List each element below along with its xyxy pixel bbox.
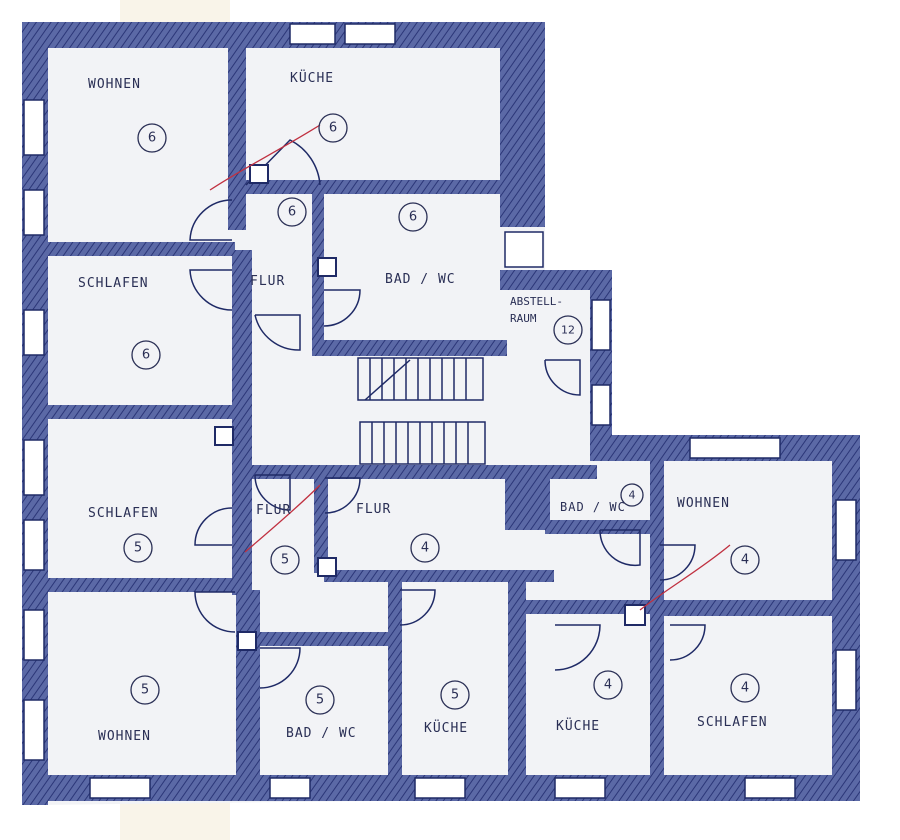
window	[344, 23, 396, 45]
room-labels: WOHNEN 6 KÜCHE 6 6 BAD / WC 6 SCHLAFEN 6…	[78, 69, 768, 744]
room-number: 6	[148, 131, 156, 146]
room-label: WOHNEN	[88, 77, 141, 92]
room-number-circle	[270, 545, 300, 575]
window	[269, 777, 311, 799]
window	[23, 519, 45, 571]
door	[189, 199, 233, 241]
room-label: SCHLAFEN	[697, 715, 768, 730]
room-number-circle	[123, 533, 153, 563]
room-number: 4	[604, 678, 612, 693]
door	[254, 314, 301, 351]
room-label: WOHNEN	[98, 729, 151, 744]
window	[554, 777, 606, 799]
room-label: FLUR	[256, 503, 291, 518]
door	[324, 477, 361, 514]
window	[23, 99, 45, 156]
staircase	[357, 357, 486, 465]
window	[289, 23, 336, 45]
window	[23, 699, 45, 761]
window	[414, 777, 466, 799]
window	[835, 499, 857, 561]
window	[89, 777, 151, 799]
door	[245, 139, 321, 186]
room-label: BAD / WC	[286, 726, 357, 741]
room-number-circle	[410, 533, 440, 563]
window	[504, 231, 544, 268]
room-number-circle	[730, 673, 760, 703]
room-label: WOHNEN	[677, 496, 730, 511]
room-label: KÜCHE	[290, 69, 334, 86]
door	[194, 507, 233, 546]
window	[23, 439, 45, 496]
room-number-circle	[131, 340, 161, 370]
room-number: 5	[134, 541, 142, 556]
red-marks	[209, 124, 731, 611]
room-number-circle	[137, 123, 167, 153]
door	[194, 591, 236, 633]
room-number: 5	[281, 553, 289, 568]
window	[23, 309, 45, 356]
room-label: FLUR	[250, 274, 285, 289]
room-number: 5	[451, 688, 459, 703]
window	[689, 437, 781, 459]
window	[591, 384, 611, 426]
room-number-circle	[620, 483, 644, 507]
room-number-circle	[398, 202, 428, 232]
door	[544, 359, 581, 396]
shafts	[214, 164, 646, 651]
door	[554, 624, 601, 671]
room-label: BAD / WC	[560, 500, 626, 514]
room-number-circle	[130, 675, 160, 705]
room-number: 5	[316, 693, 324, 708]
room-label: KÜCHE	[424, 719, 468, 736]
window	[23, 609, 45, 661]
room-label: ABSTELL-	[510, 295, 563, 308]
window	[591, 299, 611, 351]
door	[189, 269, 233, 311]
room-label: SCHLAFEN	[78, 276, 149, 291]
door	[399, 589, 436, 626]
door	[254, 474, 291, 511]
windows	[23, 23, 857, 799]
door	[669, 624, 706, 661]
window	[835, 649, 857, 711]
room-label: BAD / WC	[385, 272, 456, 287]
room-number-circle	[553, 315, 583, 345]
room-number: 4	[629, 489, 636, 502]
room-number: 6	[142, 348, 150, 363]
room-number: 6	[409, 210, 417, 225]
room-label: RAUM	[510, 312, 537, 325]
window	[744, 777, 796, 799]
room-number-circle	[440, 680, 470, 710]
room-number: 4	[741, 681, 749, 696]
room-number: 5	[141, 683, 149, 698]
room-number-circle	[593, 670, 623, 700]
door	[659, 544, 696, 581]
doors	[189, 139, 706, 689]
room-number: 6	[329, 121, 337, 136]
door	[599, 529, 641, 567]
room-number: 4	[421, 541, 429, 556]
door	[259, 647, 301, 689]
room-number-circle	[318, 113, 348, 143]
room-label: SCHLAFEN	[88, 506, 159, 521]
room-number-circle	[730, 545, 760, 575]
room-number: 4	[741, 553, 749, 568]
room-number-circle	[305, 685, 335, 715]
room-label: FLUR	[356, 502, 391, 517]
room-number: 6	[288, 205, 296, 220]
window	[23, 189, 45, 236]
inner-walls	[40, 40, 835, 785]
door	[323, 289, 361, 327]
room-number-circle	[277, 197, 307, 227]
room-label: KÜCHE	[556, 717, 600, 734]
room-number: 12	[561, 324, 575, 337]
